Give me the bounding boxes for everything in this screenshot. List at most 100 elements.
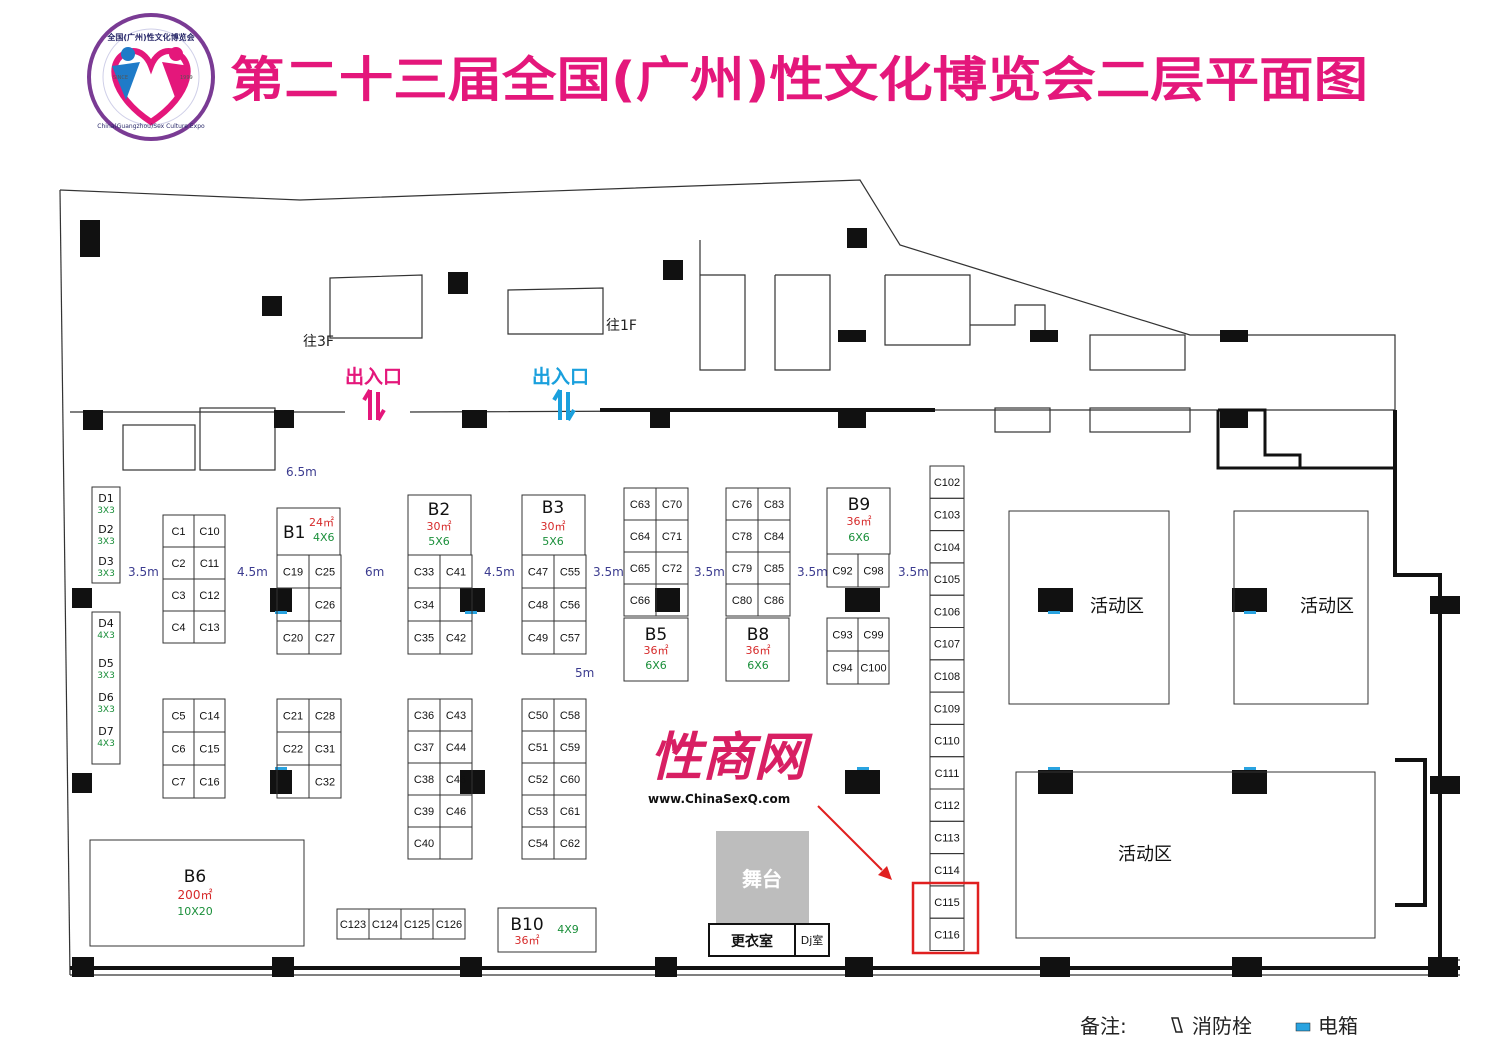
c-booth-c10[interactable]: C10 [199,526,219,538]
c-booth-c7[interactable]: C7 [171,777,185,789]
c-booth-c49[interactable]: C49 [528,633,548,645]
c-booth-c42[interactable]: C42 [446,633,466,645]
c-booth-c13[interactable]: C13 [199,622,219,634]
c-booth-c48[interactable]: C48 [528,600,548,612]
entrance-exit-2[interactable]: 出入口 [532,365,589,422]
c-booth-c125[interactable]: C125 [404,919,430,931]
c-booth-c85[interactable]: C85 [764,563,784,575]
c-booth-c63[interactable]: C63 [630,499,650,511]
c-booth-c32[interactable]: C32 [315,777,335,789]
c-booth-c105[interactable]: C105 [934,574,960,586]
b1-booth[interactable]: B1 24㎡ 4X6 [283,516,335,544]
c-booth-c108[interactable]: C108 [934,671,960,683]
c-booth-c22[interactable]: C22 [283,744,303,756]
c-booth-c113[interactable]: C113 [934,832,959,844]
c-booth-c51[interactable]: C51 [528,742,548,754]
c-booth-c5[interactable]: C5 [171,711,185,723]
c-booth-c92[interactable]: C92 [832,566,852,578]
c-booth-c83[interactable]: C83 [764,499,784,511]
c-booth-c28[interactable]: C28 [315,711,335,723]
stage[interactable]: 舞台 [716,831,809,923]
c-booth-c109[interactable]: C109 [934,703,960,715]
c-booth-c76[interactable]: C76 [732,499,752,511]
c-booth-c93[interactable]: C93 [832,630,852,642]
c-booth-c124[interactable]: C124 [372,919,398,931]
c-booth-c38[interactable]: C38 [414,774,434,786]
b9-booth[interactable]: B9 36㎡ 6X6 [847,495,872,544]
c-booth-c66[interactable]: C66 [630,595,650,607]
c-booth-c47[interactable]: C47 [528,567,548,579]
activity-area-1[interactable]: 活动区 [1008,510,1170,705]
c-booth-c57[interactable]: C57 [560,633,580,645]
c-booth-c80[interactable]: C80 [732,595,752,607]
c-booth-c21[interactable]: C21 [283,711,303,723]
c-booth-c86[interactable]: C86 [764,595,784,607]
c-booth-c35[interactable]: C35 [414,633,434,645]
c-booth-c54[interactable]: C54 [528,838,548,850]
activity-area-2[interactable]: 活动区 [1233,510,1369,705]
b5-booth[interactable]: B5 36㎡ 6X6 [644,625,669,672]
c-booth-c62[interactable]: C62 [560,838,580,850]
c-booth-c103[interactable]: C103 [934,509,960,521]
c-booth-c111[interactable]: C111 [935,768,960,780]
c-booth-c56[interactable]: C56 [560,600,580,612]
c-booth-c58[interactable]: C58 [560,710,580,722]
c-booth-c59[interactable]: C59 [560,742,580,754]
c-booth-c126[interactable]: C126 [436,919,462,931]
c-booth-c99[interactable]: C99 [863,630,883,642]
c-booth-c25[interactable]: C25 [315,567,335,579]
c-booth-c37[interactable]: C37 [414,742,434,754]
c-booth-c72[interactable]: C72 [662,563,682,575]
c-booth-c40[interactable]: C40 [414,838,434,850]
b10-booth[interactable]: B10 36㎡ 4X9 [510,915,578,947]
c-booth-c52[interactable]: C52 [528,774,548,786]
c-booth-c20[interactable]: C20 [283,633,303,645]
c-booth-c2[interactable]: C2 [171,558,185,570]
c-booth-c16[interactable]: C16 [199,777,219,789]
c-booth-c71[interactable]: C71 [662,531,682,543]
b6-booth[interactable]: B6 200㎡ 10X20 [177,867,213,918]
c-booth-c41[interactable]: C41 [446,567,466,579]
c-booth-c50[interactable]: C50 [528,710,548,722]
c-booth-c61[interactable]: C61 [560,806,580,818]
c-booth-c70[interactable]: C70 [662,499,682,511]
c-booth-c115[interactable]: C115 [934,897,959,909]
c-booth-c3[interactable]: C3 [171,590,185,602]
c-booth-c107[interactable]: C107 [934,639,960,651]
c-booth-c4[interactable]: C4 [171,622,185,634]
c-booth-c98[interactable]: C98 [863,566,883,578]
c-booth-c65[interactable]: C65 [630,563,650,575]
c-booth-c84[interactable]: C84 [764,531,784,543]
c-booth-c100[interactable]: C100 [860,663,886,675]
c-booth-c26[interactable]: C26 [315,600,335,612]
c-booth-c64[interactable]: C64 [630,531,650,543]
c-booth-c6[interactable]: C6 [171,744,185,756]
entrance-exit-1[interactable]: 出入口 [345,365,402,422]
c-booth-c31[interactable]: C31 [315,744,335,756]
c-booth-c79[interactable]: C79 [732,563,752,575]
c-booth-c55[interactable]: C55 [560,567,580,579]
dressing-room[interactable]: 更衣室 [708,923,796,957]
c-booth-c94[interactable]: C94 [832,663,852,675]
c-booth-c106[interactable]: C106 [934,606,960,618]
c-booth-c33[interactable]: C33 [414,567,434,579]
c-booth-c15[interactable]: C15 [199,744,219,756]
c-booth-c123[interactable]: C123 [340,919,366,931]
c-booth-c39[interactable]: C39 [414,806,434,818]
c-booth-c114[interactable]: C114 [934,865,959,877]
c-booth-c44[interactable]: C44 [446,742,466,754]
c-booth-c104[interactable]: C104 [934,542,960,554]
dj-room[interactable]: Dj室 [794,923,830,957]
c-booth-c43[interactable]: C43 [446,710,466,722]
c-booth-c110[interactable]: C110 [934,736,959,748]
b2-booth[interactable]: B2 30㎡ 5X6 [427,500,452,548]
c-booth-c116[interactable]: C116 [934,929,959,941]
c-booth-c53[interactable]: C53 [528,806,548,818]
